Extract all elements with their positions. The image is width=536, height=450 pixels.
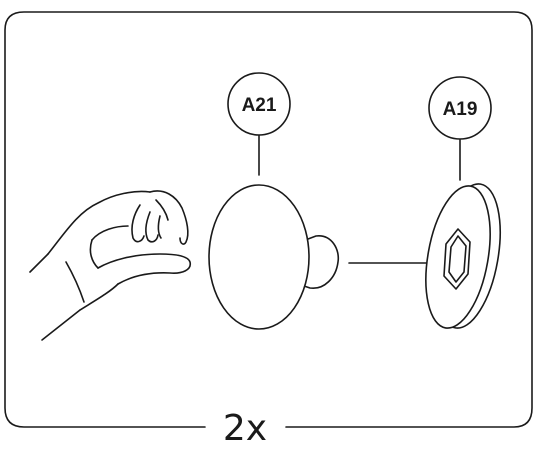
- part-label-base: A19: [443, 99, 478, 120]
- part-label-circle-base: [428, 76, 492, 140]
- part-label-circle-knob: [227, 72, 291, 136]
- hand-icon: [29, 190, 192, 341]
- quantity-label: 2x: [223, 408, 267, 449]
- mounting-base-icon: [425, 76, 501, 329]
- part-label-knob: A21: [242, 95, 277, 116]
- panel-frame: [4, 11, 533, 428]
- knob-icon: [208, 72, 340, 330]
